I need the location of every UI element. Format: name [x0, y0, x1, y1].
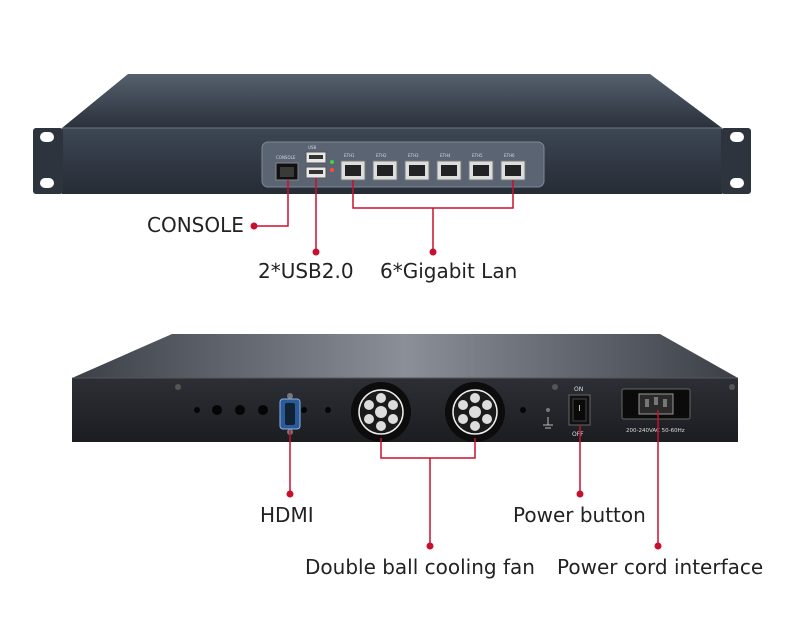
port-label-eth2: ETH2 — [376, 153, 387, 158]
port-label-eth1: ETH1 — [344, 153, 355, 158]
front-callout-lines — [254, 178, 514, 252]
port-label-eth5: ETH5 — [472, 153, 483, 158]
power-cord-socket — [621, 388, 691, 420]
lan-callout-label: 6*Gigabit Lan — [380, 259, 518, 283]
panel-holes — [194, 405, 526, 415]
usb-ports — [305, 151, 327, 179]
ground-symbol-icon — [543, 417, 553, 429]
rack-ear-right — [721, 128, 751, 194]
switch-on-label: ON — [574, 386, 583, 393]
port-label-console: CONSOLE — [276, 155, 296, 160]
rear-device: ON OFF 200-240VAC 50-60Hz — [72, 334, 738, 442]
front-device: CONSOLE USB ETH1 ETH2 ETH3 ETH4 ETH5 ETH… — [33, 74, 751, 194]
port-label-eth4: ETH4 — [440, 153, 451, 158]
rear-callout-dots — [286, 490, 662, 550]
power-button-callout-label: Power button — [513, 503, 646, 527]
console-callout-label: CONSOLE — [147, 213, 244, 237]
hdmi-callout-label: HDMI — [260, 503, 314, 527]
port-label-eth3: ETH3 — [408, 153, 419, 158]
switch-off-label: OFF — [572, 431, 584, 438]
front-callout-dots — [250, 222, 437, 256]
rack-ear-left — [33, 128, 63, 194]
power-cord-callout-label: Power cord interface — [557, 555, 764, 579]
cooling-fan-right — [445, 382, 505, 442]
console-port — [275, 162, 299, 181]
fan-callout-label: Double ball cooling fan — [305, 555, 535, 579]
rear-callout-lines — [289, 410, 659, 546]
usb-callout-label: 2*USB2.0 — [258, 259, 354, 283]
power-switch — [568, 394, 591, 426]
power-rating-label: 200-240VAC 50-60Hz — [626, 428, 685, 434]
ethernet-ports — [340, 160, 526, 181]
port-label-eth6: ETH6 — [504, 153, 515, 158]
hdmi-port — [279, 393, 301, 435]
port-label-usb: USB — [308, 145, 316, 150]
cooling-fan-left — [351, 382, 411, 442]
